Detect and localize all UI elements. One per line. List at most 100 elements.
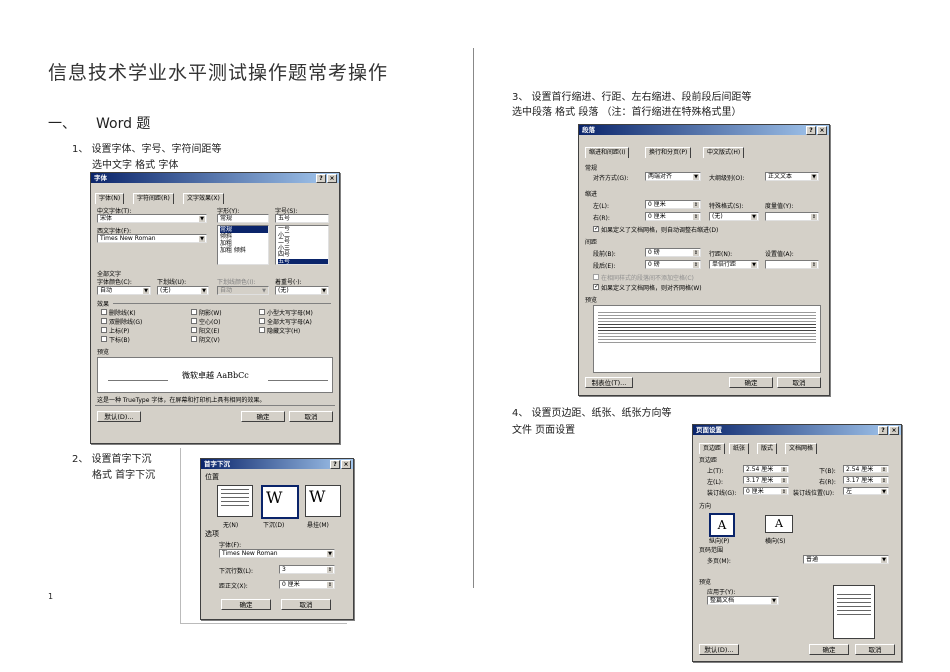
help-icon[interactable]: ? bbox=[330, 460, 340, 469]
spin-icon[interactable]: ⇕ bbox=[881, 467, 887, 473]
emphasis-select[interactable]: (无)▼ bbox=[275, 286, 329, 295]
close-icon[interactable]: × bbox=[889, 426, 899, 435]
help-icon[interactable]: ? bbox=[316, 174, 326, 183]
default-button[interactable]: 默认(D)... bbox=[97, 411, 141, 422]
no-space-checkbox[interactable] bbox=[593, 274, 599, 280]
cancel-button[interactable]: 取消 bbox=[281, 599, 331, 610]
effect-checkbox[interactable] bbox=[101, 336, 107, 342]
effect-checkbox[interactable] bbox=[191, 327, 197, 333]
tab-margins[interactable]: 页边距 bbox=[699, 443, 726, 454]
size-option[interactable]: 五号 bbox=[278, 258, 328, 264]
bottom-margin-stepper[interactable]: 2.54 厘米⇕ bbox=[843, 465, 889, 473]
ok-button[interactable]: 确定 bbox=[241, 411, 285, 422]
cancel-button[interactable]: 取消 bbox=[855, 644, 895, 655]
cancel-button[interactable]: 取消 bbox=[289, 411, 333, 422]
special-select[interactable]: (无)▼ bbox=[709, 212, 759, 221]
close-icon[interactable]: × bbox=[341, 460, 351, 469]
font-color-select[interactable]: 自动▼ bbox=[97, 286, 151, 295]
outline-select[interactable]: 正文文本▼ bbox=[765, 172, 819, 181]
style-option[interactable]: 倾斜 bbox=[220, 233, 233, 240]
grid-indent-checkbox[interactable]: ✓ bbox=[593, 225, 599, 232]
ok-button[interactable]: 确定 bbox=[221, 599, 271, 610]
effect-checkbox[interactable] bbox=[101, 309, 107, 315]
help-icon[interactable]: ? bbox=[806, 126, 816, 135]
effect-checkbox[interactable] bbox=[259, 327, 265, 333]
tab-doc-grid[interactable]: 文档网格 bbox=[785, 443, 818, 454]
right-indent-stepper[interactable]: 0 厘米⇕ bbox=[645, 212, 701, 221]
spin-icon[interactable]: ⇕ bbox=[327, 582, 333, 588]
before-stepper[interactable]: 0 磅⇕ bbox=[645, 248, 701, 257]
effect-checkbox[interactable] bbox=[259, 318, 265, 324]
spin-icon[interactable]: ⇕ bbox=[781, 478, 787, 484]
size-input[interactable]: 五号 bbox=[275, 214, 329, 223]
spin-icon[interactable]: ⇕ bbox=[693, 250, 699, 256]
close-icon[interactable]: × bbox=[327, 174, 337, 183]
right-margin-stepper[interactable]: 3.17 厘米⇕ bbox=[843, 476, 889, 484]
size-list[interactable]: 一号 小二 二号 小三 四号 五号 bbox=[275, 225, 329, 265]
effect-checkbox[interactable] bbox=[259, 309, 265, 315]
tabs-button[interactable]: 制表位(T)... bbox=[585, 377, 633, 388]
align-select[interactable]: 两端对齐▼ bbox=[645, 172, 701, 181]
effect-checkbox[interactable] bbox=[101, 318, 107, 324]
tab-font[interactable]: 字体(N) bbox=[95, 193, 125, 204]
help-icon[interactable]: ? bbox=[878, 426, 888, 435]
cancel-button[interactable]: 取消 bbox=[777, 377, 821, 388]
close-icon[interactable]: × bbox=[817, 126, 827, 135]
dropcap-dropped-icon[interactable]: W bbox=[261, 485, 299, 519]
dropcap-none-icon[interactable] bbox=[217, 485, 253, 517]
effect-checkbox[interactable] bbox=[191, 309, 197, 315]
spin-icon[interactable]: ⇕ bbox=[693, 202, 699, 208]
spin-icon[interactable]: ⇕ bbox=[781, 467, 787, 473]
spin-icon[interactable]: ⇕ bbox=[811, 262, 817, 268]
top-margin-stepper[interactable]: 2.54 厘米⇕ bbox=[743, 465, 789, 473]
effect-checkbox[interactable] bbox=[101, 327, 107, 333]
effect-checkbox[interactable] bbox=[191, 318, 197, 324]
effect-checkbox[interactable] bbox=[191, 336, 197, 342]
at-stepper[interactable]: ⇕ bbox=[765, 260, 819, 269]
after-stepper[interactable]: 0 磅⇕ bbox=[645, 260, 701, 269]
distance-stepper[interactable]: 0 厘米⇕ bbox=[279, 580, 335, 589]
dropcap-margin-icon[interactable]: W bbox=[305, 485, 341, 517]
snap-grid-checkbox[interactable]: ✓ bbox=[593, 283, 599, 290]
size-option[interactable]: 小二 bbox=[278, 231, 291, 239]
tab-line-page-breaks[interactable]: 换行和分页(P) bbox=[645, 147, 692, 158]
style-option[interactable]: 加粗 倾斜 bbox=[220, 247, 246, 254]
size-option[interactable]: 二号 bbox=[278, 238, 291, 245]
spin-icon[interactable]: ⇕ bbox=[781, 489, 787, 495]
tab-char-spacing[interactable]: 字符间距(R) bbox=[133, 193, 174, 204]
multi-pages-select[interactable]: 普通▼ bbox=[803, 555, 889, 564]
style-input[interactable]: 常规 bbox=[217, 214, 269, 223]
portrait-icon[interactable]: A bbox=[709, 513, 735, 537]
ok-button[interactable]: 确定 bbox=[729, 377, 773, 388]
style-list[interactable]: 常规 倾斜 加粗 加粗 倾斜 bbox=[217, 225, 269, 265]
line-spacing-select[interactable]: 单倍行距▼ bbox=[709, 260, 759, 269]
gutter-pos-select[interactable]: 左▼ bbox=[843, 487, 889, 495]
apply-select[interactable]: 整篇文档▼ bbox=[707, 596, 779, 605]
gutter-stepper[interactable]: 0 厘米⇕ bbox=[743, 487, 789, 495]
size-option[interactable]: 四号 bbox=[278, 251, 291, 258]
cn-font-select[interactable]: 宋体▼ bbox=[97, 214, 207, 223]
tab-text-effects[interactable]: 文字效果(X) bbox=[183, 193, 224, 204]
tab-paper[interactable]: 纸张 bbox=[729, 443, 750, 454]
west-font-select[interactable]: Times New Roman▼ bbox=[97, 234, 207, 243]
style-option[interactable]: 加粗 bbox=[220, 240, 233, 247]
spin-icon[interactable]: ⇕ bbox=[693, 262, 699, 268]
left-indent-stepper[interactable]: 0 厘米⇕ bbox=[645, 200, 701, 209]
tab-asian-typography[interactable]: 中文版式(H) bbox=[703, 147, 745, 158]
ok-button[interactable]: 确定 bbox=[809, 644, 849, 655]
left-margin-stepper[interactable]: 3.17 厘米⇕ bbox=[743, 476, 789, 484]
spin-icon[interactable]: ⇕ bbox=[881, 478, 887, 484]
size-option[interactable]: 一号 bbox=[278, 225, 291, 232]
default-button[interactable]: 默认(D)... bbox=[699, 644, 739, 655]
tab-layout[interactable]: 版式 bbox=[757, 443, 778, 454]
by-stepper[interactable]: ⇕ bbox=[765, 212, 819, 221]
tab-indents-spacing[interactable]: 缩进和间距(I) bbox=[585, 147, 630, 158]
underline-select[interactable]: (无)▼ bbox=[157, 286, 209, 295]
style-option[interactable]: 常规 bbox=[220, 226, 268, 233]
dropcap-font-select[interactable]: Times New Roman▼ bbox=[219, 549, 335, 558]
spin-icon[interactable]: ⇕ bbox=[327, 567, 333, 573]
spin-icon[interactable]: ⇕ bbox=[693, 214, 699, 220]
spin-icon[interactable]: ⇕ bbox=[811, 214, 817, 220]
lines-stepper[interactable]: 3⇕ bbox=[279, 565, 335, 574]
size-option[interactable]: 小三 bbox=[278, 244, 291, 252]
